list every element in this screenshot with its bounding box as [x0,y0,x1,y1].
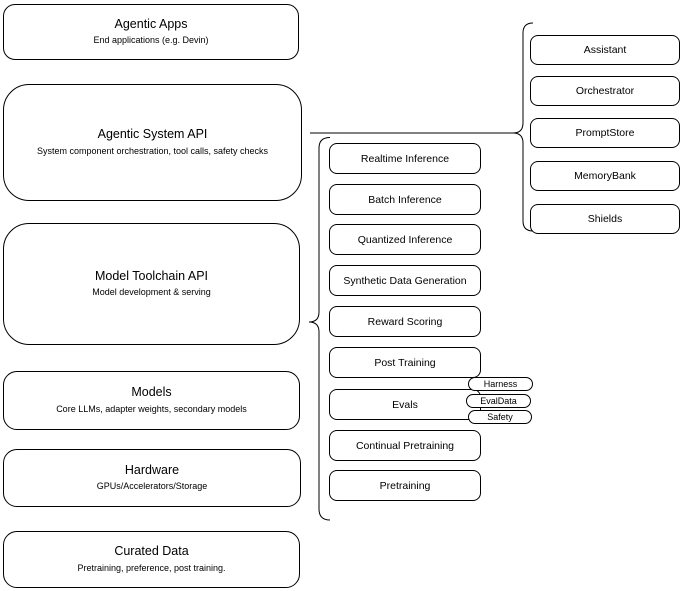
node-label: Realtime Inference [360,152,450,165]
node-label: MemoryBank [574,170,636,182]
node-promptstore: PromptStore [530,118,680,148]
node-hardware: Hardware GPUs/Accelerators/Storage [3,449,301,507]
node-realtime-inference: Realtime Inference [329,143,481,174]
node-subtitle: System component orchestration, tool cal… [36,145,269,156]
pill-safety: Safety [468,410,532,424]
node-label: Assistant [583,44,627,56]
node-agentic-apps: Agentic Apps End applications (e.g. Devi… [3,4,299,60]
node-label: Pretraining [379,479,431,492]
node-subtitle: Model development & serving [92,287,211,298]
pill-label: Harness [483,379,518,389]
node-label: Evals [392,398,418,411]
node-assistant: Assistant [530,35,680,65]
pill-harness: Harness [468,377,533,391]
node-title: Model Toolchain API [94,268,209,283]
node-label: Synthetic Data Generation [343,274,467,287]
node-label: Reward Scoring [367,315,443,328]
node-memorybank: MemoryBank [530,161,680,191]
node-label: Quantized Inference [357,233,453,246]
node-model-toolchain-api: Model Toolchain API Model development & … [3,223,300,345]
node-models: Models Core LLMs, adapter weights, secon… [3,371,300,430]
node-continual-pretraining: Continual Pretraining [329,430,481,461]
node-title: Agentic System API [97,127,208,142]
node-title: Models [131,385,172,400]
node-label: Shields [587,213,623,225]
node-orchestrator: Orchestrator [530,76,680,106]
node-label: Continual Pretraining [355,439,455,452]
pill-label: Safety [487,412,513,422]
node-shields: Shields [530,204,680,234]
node-batch-inference: Batch Inference [329,184,481,215]
node-subtitle: End applications (e.g. Devin) [93,35,209,46]
node-pretraining: Pretraining [329,470,481,501]
node-title: Curated Data [114,544,189,559]
node-quantized-inference: Quantized Inference [329,224,481,255]
node-subtitle: Core LLMs, adapter weights, secondary mo… [56,403,247,414]
node-subtitle: GPUs/Accelerators/Storage [96,481,208,492]
pill-label: EvalData [480,396,517,406]
node-post-training: Post Training [329,347,481,378]
node-curated-data: Curated Data Pretraining, preference, po… [3,531,300,588]
node-agentic-system-api: Agentic System API System component orch… [3,84,302,201]
node-synthetic-data-generation: Synthetic Data Generation [329,265,481,296]
toolchain-group-brace [308,137,331,521]
node-evals: Evals [329,389,481,420]
node-title: Agentic Apps [114,16,188,31]
node-subtitle: Pretraining, preference, post training. [77,562,226,573]
pill-evaldata: EvalData [466,394,531,408]
node-label: PromptStore [575,127,635,139]
node-label: Orchestrator [575,85,635,97]
node-label: Post Training [374,356,436,369]
node-title: Hardware [124,462,180,477]
node-reward-scoring: Reward Scoring [329,306,481,337]
node-label: Batch Inference [368,193,442,206]
